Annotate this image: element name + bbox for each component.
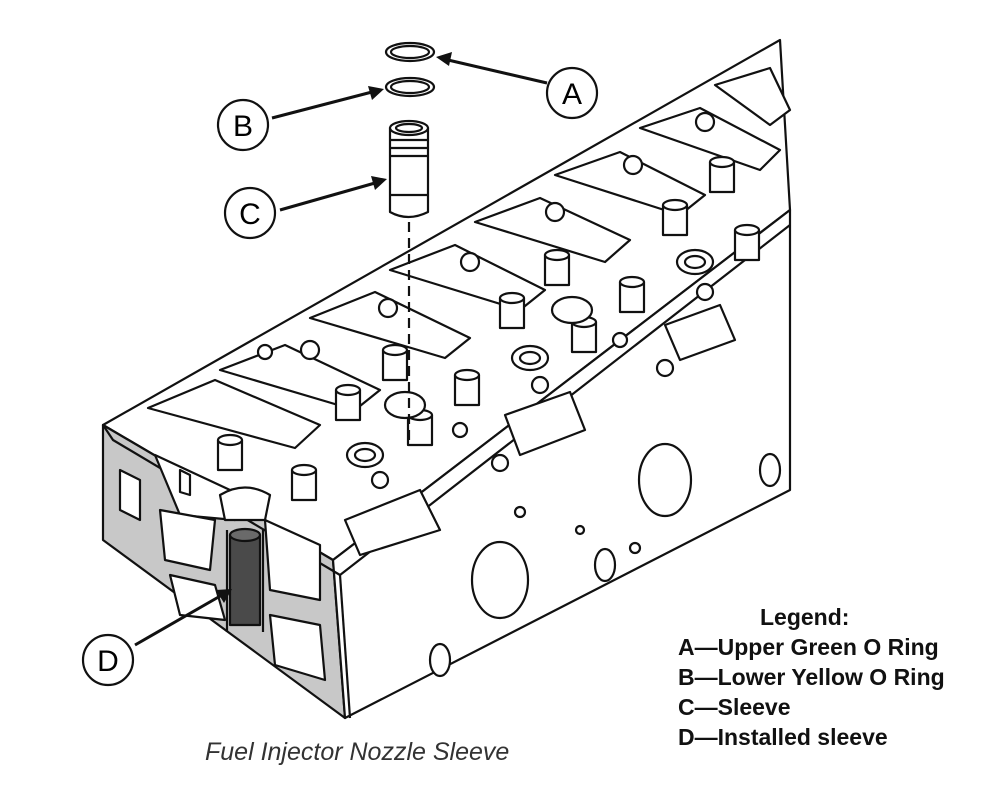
callout-circle-d	[81, 633, 135, 687]
callout-label-a: A	[562, 78, 582, 111]
callout-circle-b	[216, 98, 270, 152]
sleeve-part	[388, 119, 430, 219]
callout-label-c: C	[239, 198, 261, 231]
installed-sleeve	[218, 486, 272, 632]
o-ring-lower	[384, 76, 436, 98]
cutaway-section	[118, 453, 327, 682]
callout-label-b: B	[233, 110, 253, 143]
side-openings	[343, 303, 782, 678]
callout-label-d: D	[97, 645, 119, 678]
legend: Legend: A—Upper Green O Ring B—Lower Yel…	[678, 602, 988, 752]
o-ring-upper	[384, 41, 436, 63]
arrow-head-c	[371, 176, 387, 190]
legend-item: A—Upper Green O Ring	[678, 634, 939, 660]
leader-arrows	[134, 58, 548, 647]
injector-bores	[256, 111, 716, 490]
callout-circle-a	[545, 66, 599, 120]
callout-circle-c	[223, 186, 277, 240]
arrow-head-a	[436, 52, 452, 66]
arrow-head-b	[368, 86, 384, 100]
legend-item: D—Installed sleeve	[678, 724, 888, 750]
arrow-head-d	[216, 589, 232, 603]
legend-title: Legend:	[760, 604, 850, 630]
figure-caption: Fuel Injector Nozzle Sleeve	[205, 738, 510, 766]
legend-item: C—Sleeve	[678, 694, 791, 720]
legend-item: B—Lower Yellow O Ring	[678, 664, 945, 690]
